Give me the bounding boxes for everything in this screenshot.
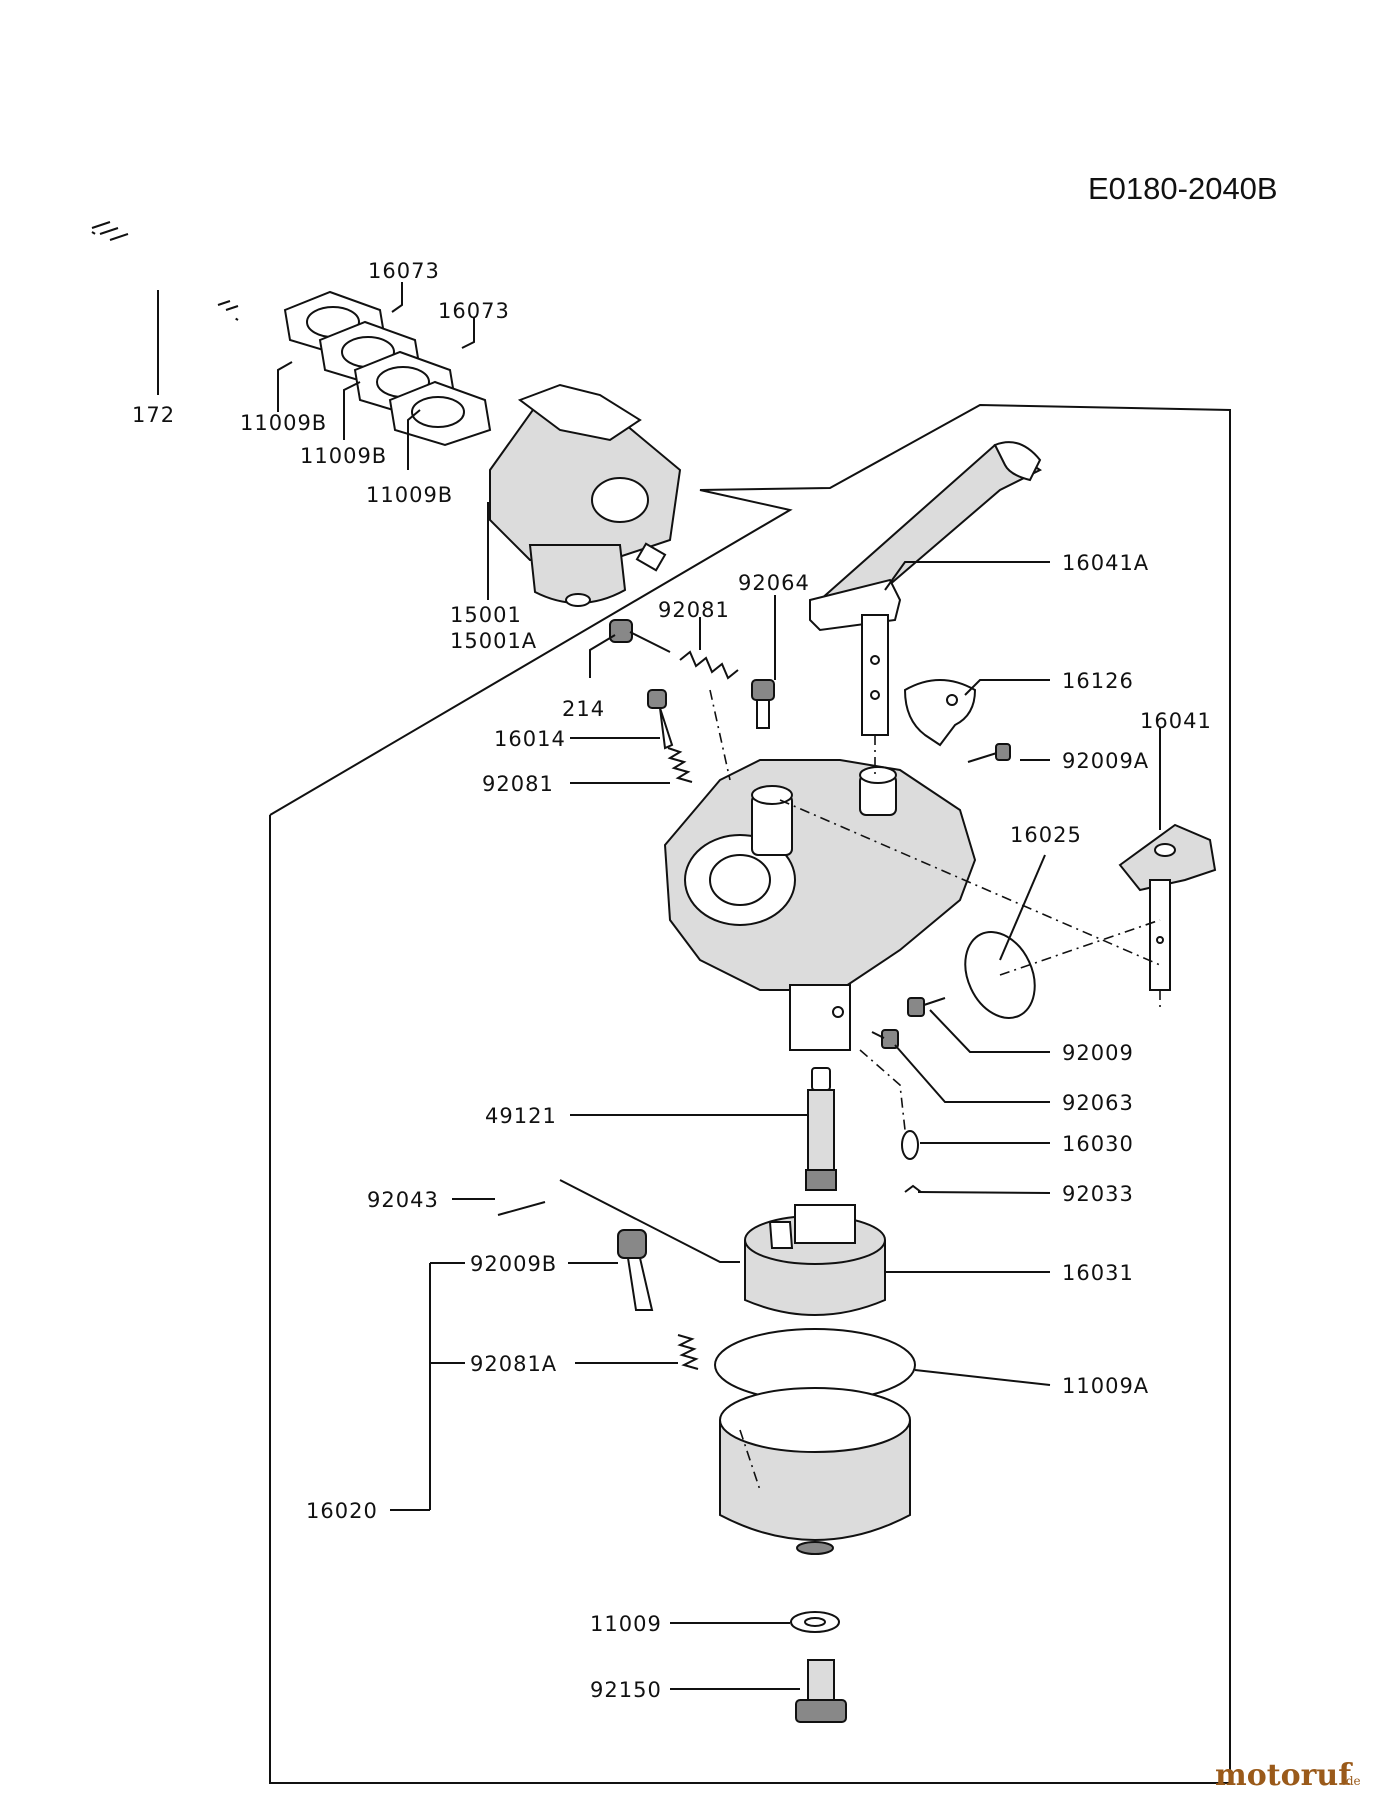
- label-92009b: 92009B: [470, 1252, 557, 1276]
- label-92063: 92063: [1062, 1091, 1134, 1115]
- spring-92081-lower: [667, 747, 693, 783]
- assembly-dash-lines: [709, 689, 1161, 1491]
- label-11009b-3: 11009B: [366, 483, 453, 507]
- label-15001a: 15001A: [450, 629, 537, 653]
- label-92009a: 92009A: [1062, 749, 1149, 773]
- label-11009a: 11009A: [1062, 1374, 1149, 1398]
- label-92081-a: 92081: [658, 598, 730, 622]
- screw-214: [609, 619, 671, 653]
- needle-16030: [901, 1130, 919, 1160]
- label-49121: 49121: [485, 1104, 557, 1128]
- float-16031: [744, 1204, 886, 1316]
- choke-lever-16041: [1118, 823, 1217, 991]
- spring-92081a: [677, 1334, 699, 1370]
- label-16073-b: 16073: [438, 299, 510, 323]
- leaders-main: [390, 561, 1161, 1690]
- label-16031: 16031: [1062, 1261, 1134, 1285]
- label-92081-b: 92081: [482, 772, 554, 796]
- label-16025: 16025: [1010, 823, 1082, 847]
- label-11009: 11009: [590, 1612, 662, 1636]
- plate-16126: [903, 679, 977, 747]
- part-labels: 16073 16073 172 11009B 11009B 11009B 150…: [132, 259, 1212, 1702]
- assembly-frame: [269, 403, 1231, 1784]
- label-16020: 16020: [306, 1499, 378, 1523]
- screw-92063: [871, 1029, 899, 1049]
- label-11009b-2: 11009B: [300, 444, 387, 468]
- label-92009: 92009: [1062, 1041, 1134, 1065]
- diagram-code: E0180-2040B: [1088, 171, 1278, 206]
- label-92033: 92033: [1062, 1182, 1134, 1206]
- screw-92009a: [967, 743, 1011, 763]
- pilot-screw-16014: [647, 689, 674, 750]
- leaders-top-left: [157, 282, 489, 600]
- label-16126: 16126: [1062, 669, 1134, 693]
- bolt-92150: [795, 1659, 847, 1723]
- brand-logo: motoruf .de: [1215, 1758, 1361, 1793]
- label-16014: 16014: [494, 727, 566, 751]
- label-172: 172: [132, 403, 175, 427]
- label-11009b-1: 11009B: [240, 411, 327, 435]
- brand-suffix: .de: [1342, 1774, 1361, 1788]
- spring-92081-upper: [679, 650, 739, 680]
- float-bowl-16020: [719, 1387, 911, 1555]
- float-pin-92043: [497, 1201, 546, 1216]
- label-16041a: 16041A: [1062, 551, 1149, 575]
- label-92064: 92064: [738, 571, 810, 595]
- label-16073-a: 16073: [368, 259, 440, 283]
- label-214: 214: [562, 697, 605, 721]
- brand-name: motoruf: [1215, 1758, 1353, 1793]
- drain-screw-92009b: [617, 1229, 654, 1311]
- carburetor-assembly-15001: [489, 383, 682, 607]
- label-92150: 92150: [590, 1678, 662, 1702]
- stud-bolt-172: [91, 221, 239, 321]
- screw-92009: [907, 997, 946, 1017]
- label-92081a: 92081A: [470, 1352, 557, 1376]
- gaskets-16073: [283, 290, 492, 447]
- label-16041: 16041: [1140, 709, 1212, 733]
- main-nozzle-49121: [805, 1067, 837, 1191]
- label-15001: 15001: [450, 603, 522, 627]
- carburetor-body: [663, 759, 977, 1051]
- jet-92064: [751, 679, 775, 729]
- label-92043: 92043: [367, 1188, 439, 1212]
- clip-92033: [904, 1184, 922, 1193]
- label-16030: 16030: [1062, 1132, 1134, 1156]
- washer-11009: [790, 1611, 840, 1633]
